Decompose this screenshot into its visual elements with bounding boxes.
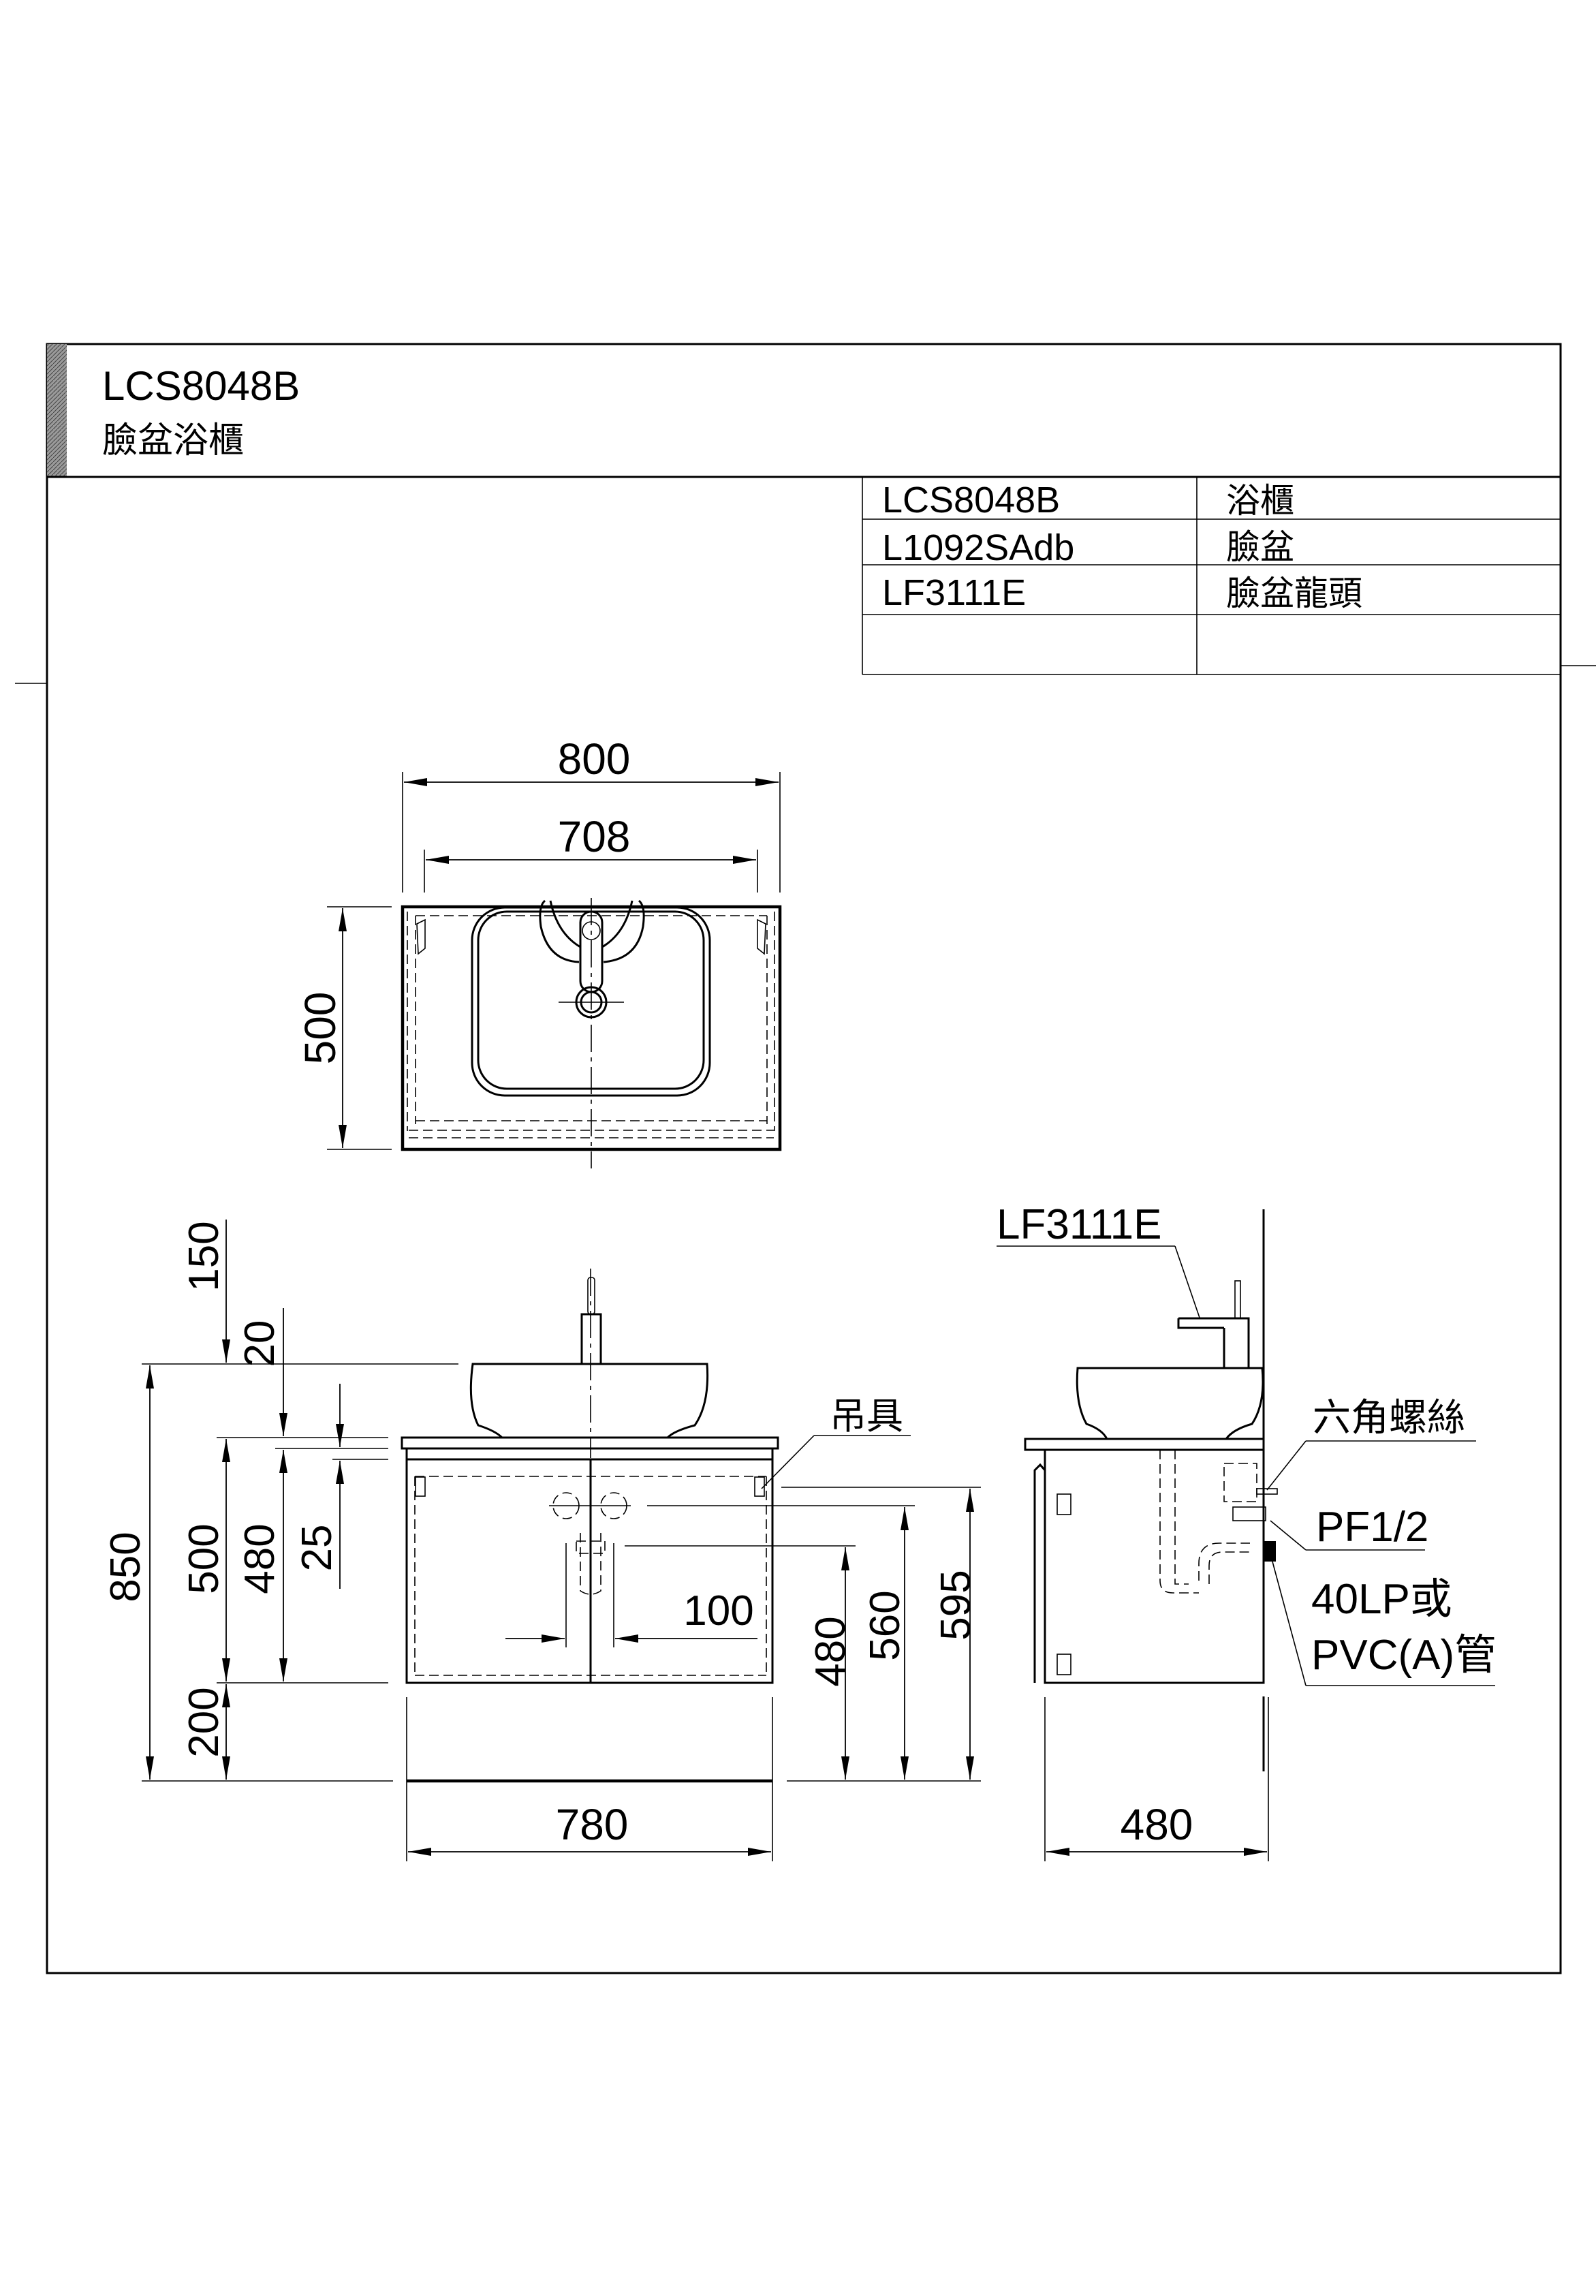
dim-supply-height: 560: [862, 1590, 909, 1660]
countertop: [401, 1436, 779, 1450]
table-row-2-code: L1092SAdb: [882, 527, 1074, 568]
faucet-body: [580, 1313, 602, 1365]
hanger-leader: [761, 1435, 815, 1489]
side-door-panel: [1033, 1463, 1046, 1683]
faucet-model-label: LF3111E: [997, 1201, 1161, 1248]
hanger-bracket-left: [416, 918, 426, 955]
dim-overall-width: 800: [558, 734, 631, 784]
side-faucet-handle: [1234, 1280, 1241, 1319]
faucet-handle: [587, 1277, 595, 1315]
drain-trap: [576, 1533, 606, 1595]
drain-label-line-2: PVC(A)管: [1311, 1632, 1497, 1679]
cabinet-hidden-lines: [407, 912, 775, 1138]
supply-valve: [1223, 1463, 1257, 1502]
hex-screw-label: 六角螺絲: [1313, 1396, 1465, 1439]
dim-faucet-height: 150: [181, 1221, 228, 1291]
supply-label: PF1/2: [1316, 1504, 1428, 1551]
drawing-frame: [15, 343, 1596, 1974]
dim-drain-height: 480: [807, 1616, 854, 1686]
dim-cabinet-height: 500: [181, 1523, 228, 1594]
dim-total-height: 850: [102, 1532, 149, 1602]
hinges: [1057, 1493, 1071, 1675]
dim-side-depth: 480: [1121, 1800, 1193, 1849]
hanger-label: 吊具: [830, 1396, 903, 1437]
supply-valves: [549, 1492, 631, 1519]
product-name: 臉盆浴櫃: [102, 421, 244, 461]
drain-pipe: [1159, 1450, 1250, 1594]
parts-table: [862, 477, 1561, 675]
supply-fitting: [1232, 1506, 1266, 1521]
dim-depth: 500: [296, 992, 345, 1065]
side-vessel-basin: [1076, 1367, 1264, 1440]
hanger-bracket-right: [757, 918, 766, 955]
table-row-1-code: LCS8048B: [882, 480, 1060, 521]
table-row-2-description: 臉盆: [1226, 528, 1294, 566]
side-cabinet: [1044, 1448, 1265, 1684]
dim-front-width: 780: [556, 1800, 629, 1849]
dim-floor-clearance: 200: [181, 1687, 228, 1757]
side-view: [1024, 1209, 1278, 1771]
hex-screw: [1256, 1488, 1278, 1495]
side-countertop: [1024, 1438, 1265, 1451]
drain-label-line-1: 40LP或: [1311, 1576, 1452, 1623]
cabinet-hidden-lines: [414, 1476, 767, 1676]
dim-valve-spacing: 100: [683, 1587, 753, 1634]
dim-hanger-height: 595: [933, 1570, 980, 1640]
side-view-leaders: [997, 1245, 1495, 1861]
front-view: [401, 1269, 779, 1783]
table-row-3-description: 臉盆龍頭: [1226, 574, 1362, 612]
top-view: [401, 898, 782, 1168]
table-row-1-description: 浴櫃: [1226, 482, 1294, 520]
top-view-dimensions: [327, 772, 781, 1150]
dim-top-thickness: 25: [294, 1525, 341, 1572]
hanger-left: [415, 1476, 426, 1497]
table-row-3-code: LF3111E: [882, 572, 1026, 613]
side-faucet: [1177, 1317, 1250, 1368]
dim-basin-offset: 20: [236, 1320, 283, 1367]
title-strip: [47, 344, 67, 477]
model-title: LCS8048B: [102, 363, 300, 409]
vessel-basin: [469, 1363, 709, 1439]
dim-basin-width: 708: [558, 812, 631, 861]
dim-inner-height: 480: [236, 1523, 283, 1594]
faucet-deck: [539, 899, 645, 963]
drain-outlet: [1264, 1541, 1276, 1562]
front-view-dimensions: [142, 1220, 981, 1861]
